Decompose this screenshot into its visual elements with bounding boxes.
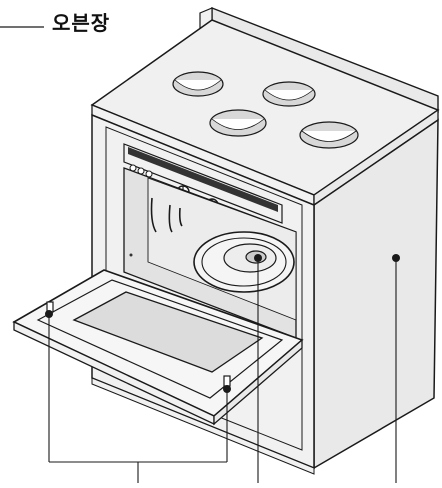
diagram-title: 오븐장 — [52, 11, 111, 35]
callouts — [45, 254, 400, 483]
rack-holder — [178, 207, 183, 227]
burner-back-left-hollow — [174, 79, 222, 91]
door-latch-right — [223, 375, 231, 387]
burner-front-right-hollow — [301, 130, 357, 142]
turntable — [193, 231, 295, 293]
rack-holder — [168, 204, 173, 233]
turntable-inner-ring — [201, 237, 287, 287]
oven-door-seal — [36, 279, 284, 399]
oven-door-glass — [72, 291, 264, 373]
burner-front-left-hollow — [211, 118, 265, 130]
burner-back-right-hollow — [264, 89, 314, 101]
control-panel-display — [128, 147, 278, 212]
cavity-light — [129, 253, 133, 257]
rack-holder — [150, 197, 157, 233]
burners — [172, 71, 359, 149]
